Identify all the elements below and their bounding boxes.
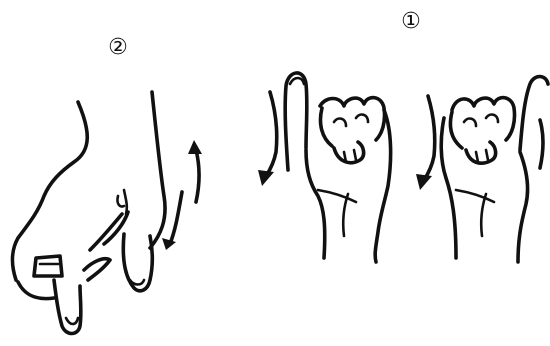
down-arrow-step-1-right [416, 96, 435, 190]
rotation-arrow-step-2 [162, 140, 202, 250]
down-arrow-step-1-left [258, 92, 277, 186]
hand-step-1-left [285, 73, 390, 262]
hand-step-1-right [441, 77, 548, 263]
hand-step-2 [13, 92, 166, 334]
